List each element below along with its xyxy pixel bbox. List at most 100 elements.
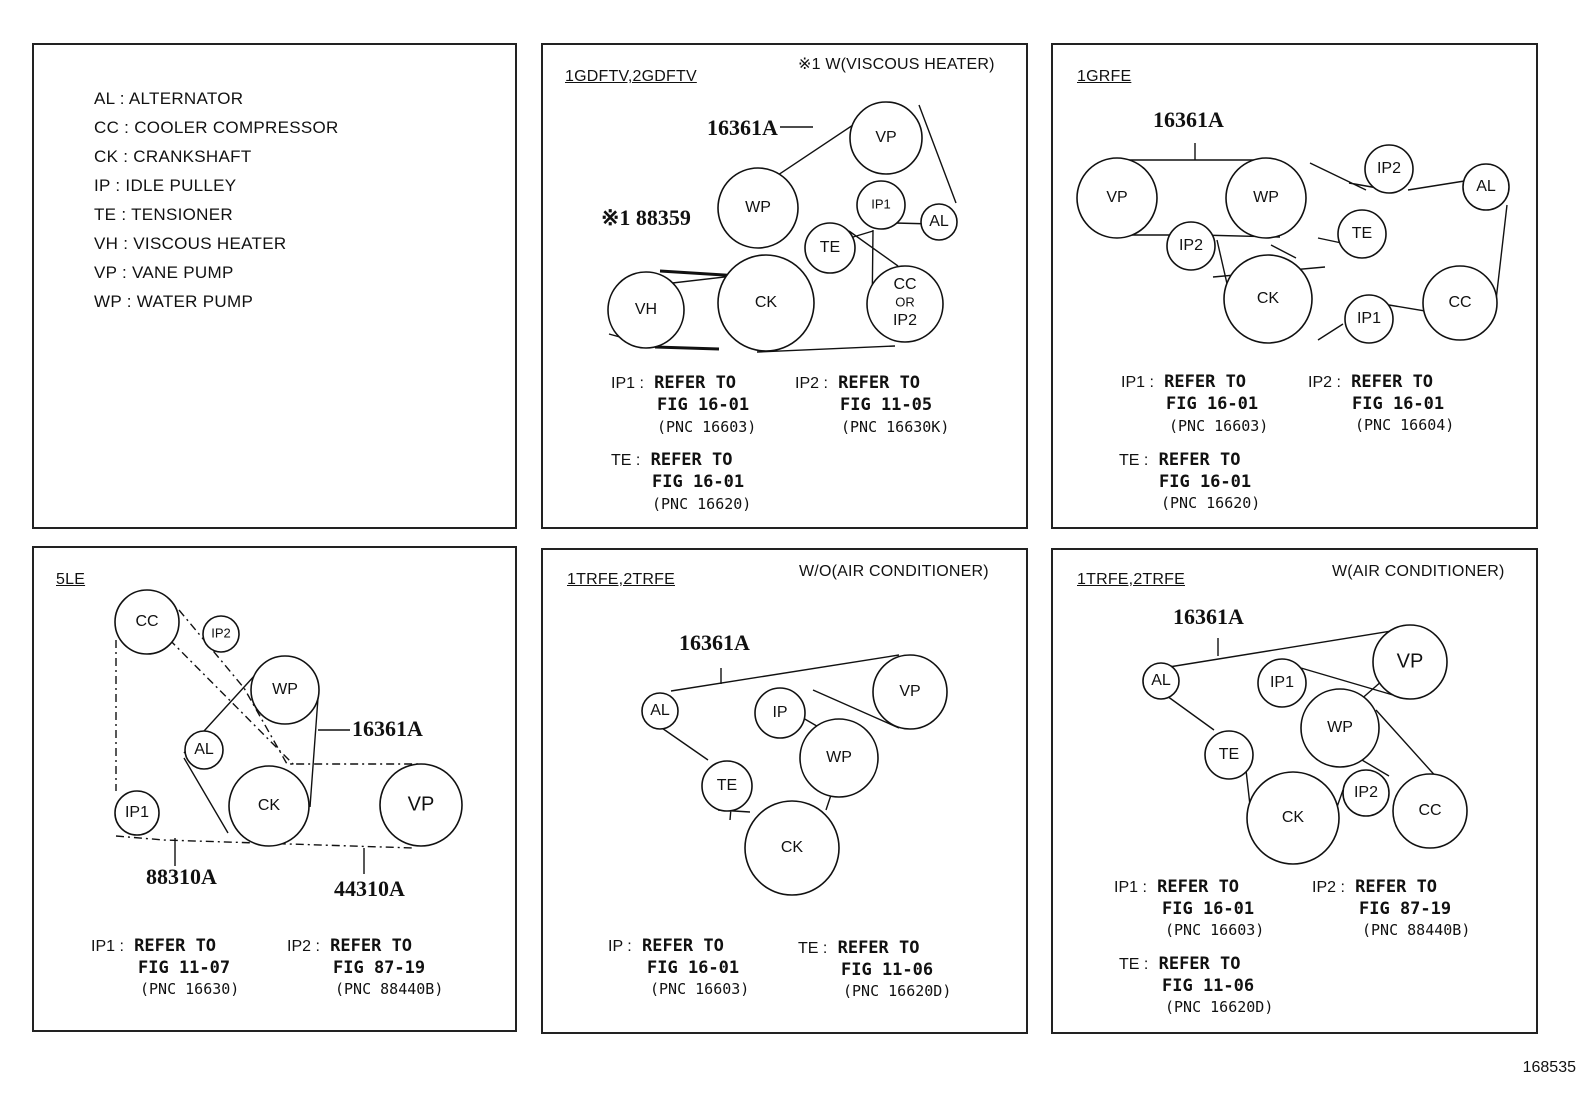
pulley-cc <box>866 265 944 343</box>
pulley-ip2-top <box>1364 144 1414 194</box>
legend-item-ck: CK : CRANKSHAFT <box>94 147 252 166</box>
condition-note: W(AIR CONDITIONER) <box>1332 563 1505 580</box>
part-number-belt: 16361A <box>707 115 778 140</box>
pulley-al <box>1462 163 1510 211</box>
legend-item-vh: VH : VISCOUS HEATER <box>94 234 287 253</box>
pulley-te <box>701 760 753 812</box>
pulley-ip2 <box>1342 769 1390 817</box>
pulley-vh <box>607 271 685 349</box>
label-cc: CC <box>1418 802 1441 819</box>
ref-te: TE : REFER TO <box>1119 450 1241 470</box>
ref-ip2-pnc: (PNC 16630K) <box>841 418 950 436</box>
pulley-ck <box>228 765 310 847</box>
engine-code: 1TRFE,2TRFE <box>567 571 675 588</box>
pulley-al <box>920 203 958 241</box>
ref-te: TE : REFER TO <box>611 450 733 470</box>
ref-te-pnc: (PNC 16620) <box>1161 494 1261 512</box>
label-ck: CK <box>258 797 281 814</box>
ref-ip2: IP2 : REFER TO <box>795 373 921 393</box>
ref-ip2: IP2 : REFER TO <box>1308 372 1434 392</box>
panel-1gdftv: VP WP IP1 AL TE VH CK CC OR IP2 1GDFTV,2… <box>541 43 1028 529</box>
ref-te-fig: FIG 11-06 <box>1162 976 1255 996</box>
label-ck: CK <box>781 839 804 856</box>
label-al: AL <box>194 741 214 758</box>
engine-code: 1GRFE <box>1077 68 1132 85</box>
ref-ip1-pnc: (PNC 16603) <box>1169 417 1269 435</box>
label-al: AL <box>929 213 949 230</box>
ref-ip1: IP1 : REFER TO <box>611 373 737 393</box>
panel-1trfe-wo-ac: AL IP VP WP TE CK 1TRFE,2TRFE W/O(AIR CO… <box>541 548 1028 1034</box>
ref-te-pnc: (PNC 16620) <box>652 495 752 513</box>
label-wp: WP <box>1327 719 1353 736</box>
pulley-ck <box>1223 254 1313 344</box>
belt-diagram-1grfe: VP WP IP2 AL IP2 TE CK IP1 CC <box>1076 143 1510 344</box>
ref-ip2-fig: FIG 16-01 <box>1352 394 1445 414</box>
label-ip2-left: IP2 <box>1179 237 1203 254</box>
pulley-al <box>184 730 224 770</box>
legend-item-cc: CC : COOLER COMPRESSOR <box>94 118 339 137</box>
ref-ip2-fig: FIG 11-05 <box>840 395 933 415</box>
label-ip1: IP1 <box>125 804 149 821</box>
engine-code: 5LE <box>56 571 86 588</box>
label-ip1: IP1 <box>1357 310 1381 327</box>
ref-ip2: IP2 : REFER TO <box>287 936 413 956</box>
pulley-cc <box>1422 265 1498 341</box>
pulley-wp <box>799 718 879 798</box>
pulley-ip2-left <box>1166 221 1216 271</box>
belt-diagram-1gdftv: VP WP IP1 AL TE VH CK CC OR IP2 <box>607 101 958 353</box>
label-wp: WP <box>272 681 298 698</box>
pulley-vp <box>849 101 923 175</box>
label-ip2: IP2 <box>893 312 917 329</box>
pulley-te <box>1337 209 1387 259</box>
label-te: TE <box>1352 225 1372 242</box>
pulley-wp <box>1225 157 1307 239</box>
label-vp: VP <box>1106 189 1127 206</box>
part-number-belt: 16361A <box>1173 604 1244 629</box>
ref-ip-fig: FIG 16-01 <box>647 958 740 978</box>
legend-item-wp: WP : WATER PUMP <box>94 292 254 311</box>
pulley-ip2 <box>202 615 240 653</box>
ref-ip-pnc: (PNC 16603) <box>650 980 750 998</box>
label-cc: CC <box>1448 294 1471 311</box>
legend-item-te: TE : TENSIONER <box>94 205 233 224</box>
ref-ip2: IP2 : REFER TO <box>1312 877 1438 897</box>
label-al: AL <box>1151 672 1171 689</box>
pulley-wp <box>1300 688 1380 768</box>
pulley-vp <box>1076 157 1158 239</box>
ref-ip1-pnc: (PNC 16603) <box>1165 921 1265 939</box>
ref-te-fig: FIG 16-01 <box>1159 472 1252 492</box>
part-number-44310a: 44310A <box>334 876 405 901</box>
ref-ip2-pnc: (PNC 16604) <box>1355 416 1455 434</box>
ref-ip1-fig: FIG 16-01 <box>1166 394 1259 414</box>
pulley-ip1 <box>1344 294 1394 344</box>
part-number-belt: 16361A <box>679 630 750 655</box>
part-number-belt: 16361A <box>352 716 423 741</box>
part-number-belt: 16361A <box>1153 107 1224 132</box>
ref-ip1-fig: FIG 16-01 <box>1162 899 1255 919</box>
label-vp: VP <box>1397 650 1424 672</box>
pulley-al <box>641 692 679 730</box>
engine-code: 1GDFTV,2GDFTV <box>565 68 697 85</box>
ref-te-fig: FIG 11-06 <box>841 960 934 980</box>
pulley-al <box>1142 662 1180 700</box>
pulley-ck <box>1246 771 1340 865</box>
engine-code: 1TRFE,2TRFE <box>1077 571 1185 588</box>
label-te: TE <box>717 777 737 794</box>
panel-1grfe: VP WP IP2 AL IP2 TE CK IP1 CC 1GRFE 1636… <box>1051 43 1538 529</box>
label-vp: VP <box>899 683 920 700</box>
label-cc: CC <box>893 276 916 293</box>
part-number-88310a: 88310A <box>146 864 217 889</box>
pulley-cc <box>1392 773 1468 849</box>
ref-ip1-pnc: (PNC 16630) <box>140 980 240 998</box>
pulley-cc <box>114 589 180 655</box>
figure-number: 168535 <box>1522 1059 1576 1076</box>
label-vp: VP <box>875 129 896 146</box>
pulley-ip1 <box>114 790 160 836</box>
pulley-wp <box>250 655 320 725</box>
belt-diagram-1trfe-wo-ac: AL IP VP WP TE CK <box>641 654 948 896</box>
label-wp: WP <box>745 199 771 216</box>
legend-panel: AL : ALTERNATOR CC : COOLER COMPRESSOR C… <box>32 43 517 529</box>
belt-diagram-5le: CC IP2 WP AL CK VP IP1 <box>114 589 463 874</box>
ref-ip: IP : REFER TO <box>608 936 724 956</box>
pulley-ip <box>754 687 806 739</box>
